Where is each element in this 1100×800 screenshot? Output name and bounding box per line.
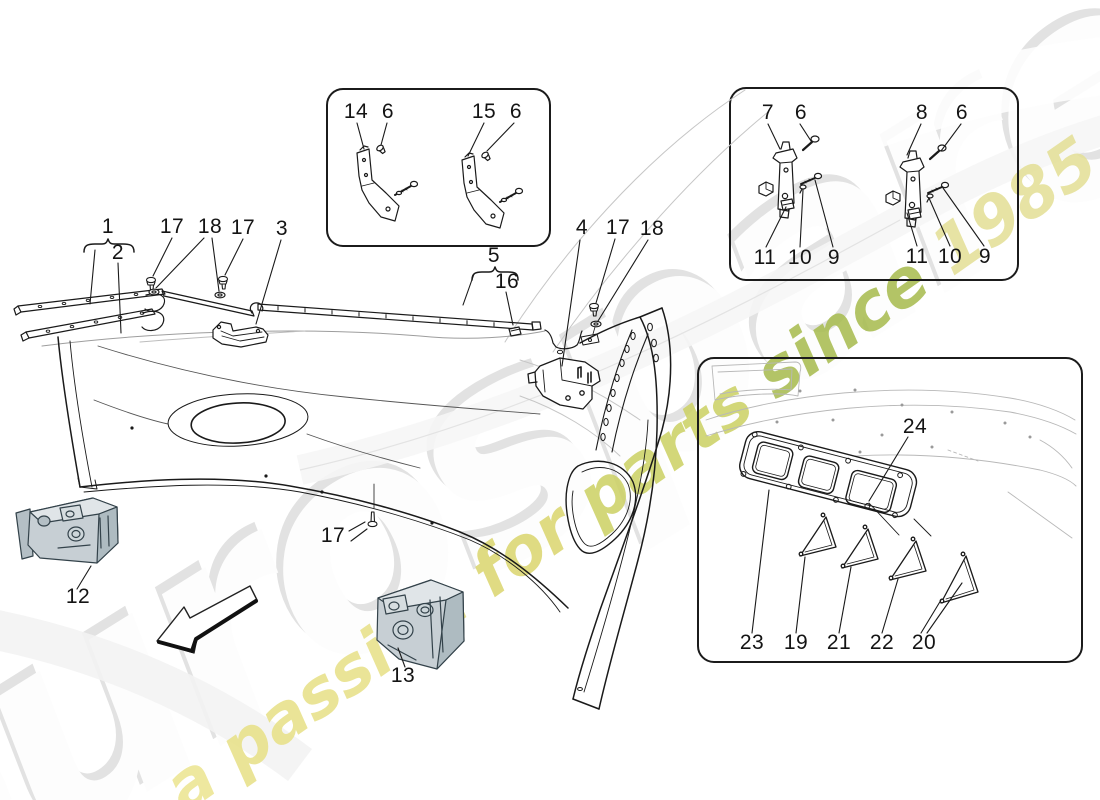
callout-2: 2 xyxy=(111,241,125,264)
callout-4: 4 xyxy=(575,216,589,239)
callout-23: 23 xyxy=(739,631,765,654)
callout-24: 24 xyxy=(902,415,928,438)
callout-17-a: 17 xyxy=(159,215,185,238)
callout-9-a: 9 xyxy=(827,246,841,269)
callout-15: 15 xyxy=(471,100,497,123)
callout-10-a: 10 xyxy=(787,246,813,269)
inset-box-mounting-plate xyxy=(697,357,1083,663)
callout-22: 22 xyxy=(869,631,895,654)
callout-19: 19 xyxy=(783,631,809,654)
callout-17-d: 17 xyxy=(320,524,346,547)
callout-6-b: 6 xyxy=(509,100,523,123)
callout-14: 14 xyxy=(343,100,369,123)
callout-6-a: 6 xyxy=(381,100,395,123)
callout-5: 5 xyxy=(487,244,501,267)
callout-3: 3 xyxy=(275,217,289,240)
callout-6-d: 6 xyxy=(955,101,969,124)
callout-18-c: 18 xyxy=(639,217,665,240)
callout-21: 21 xyxy=(826,631,852,654)
callout-16: 16 xyxy=(494,270,520,293)
callout-17-c: 17 xyxy=(605,216,631,239)
callout-20: 20 xyxy=(911,631,937,654)
callout-9-b: 9 xyxy=(978,245,992,268)
callout-11-a: 11 xyxy=(753,246,777,269)
callout-10-b: 10 xyxy=(937,245,963,268)
callout-11-b: 11 xyxy=(905,245,929,268)
callout-8: 8 xyxy=(915,101,929,124)
callout-12: 12 xyxy=(65,585,91,608)
callout-13: 13 xyxy=(390,664,416,687)
callout-1: 1 xyxy=(101,215,115,238)
callout-6-c: 6 xyxy=(794,101,808,124)
callout-18-a: 18 xyxy=(197,215,223,238)
callout-7: 7 xyxy=(761,101,775,124)
callout-17-b: 17 xyxy=(230,216,256,239)
